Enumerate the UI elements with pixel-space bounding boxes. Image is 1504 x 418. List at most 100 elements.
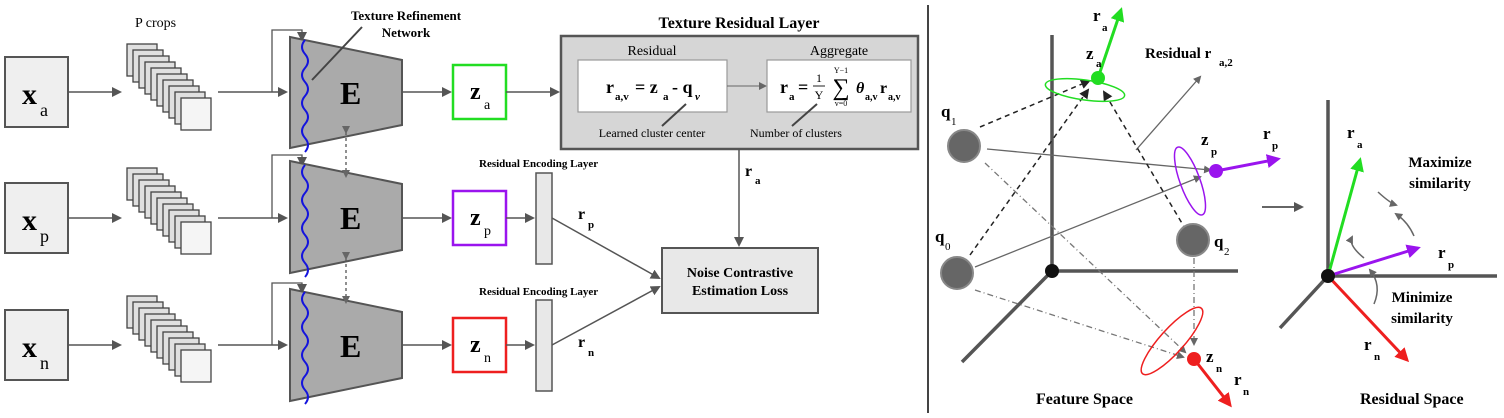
dashdot-q0-zn: [974, 289, 1185, 359]
rp-label-r: r: [578, 206, 585, 223]
line-q1-zp: [986, 148, 1212, 174]
residual-space: r a r p r n Maximize similarity Minimize…: [1278, 100, 1497, 408]
num-clusters-label: Number of clusters: [750, 126, 842, 140]
input-positive: x p: [4, 182, 69, 254]
minimize-label-line1: Minimize: [1392, 290, 1453, 306]
zn-point-label: z: [1206, 347, 1214, 366]
cluster-center-pointer: [661, 103, 687, 127]
embedding-positive-sub: p: [484, 224, 491, 239]
encoder-positive: E: [289, 159, 403, 278]
residual-formula-minus: - q: [672, 77, 693, 97]
residual-formula-eq: = z: [635, 77, 658, 97]
cluster-center-q2: [1176, 223, 1210, 257]
embedding-positive-z: z: [470, 205, 481, 231]
encoder-label-a: E: [340, 75, 361, 111]
input-positive-sub: p: [40, 226, 49, 246]
maximize-label-line1: Maximize: [1408, 155, 1472, 171]
input-negative-sub: n: [40, 353, 49, 373]
ellipse-zp: [1173, 146, 1207, 216]
num-clusters-pointer: [791, 103, 818, 127]
residual-formula-box: [577, 59, 728, 113]
encoder-negative: E: [289, 287, 403, 405]
maximize-arc-1: [1377, 191, 1398, 207]
rp-residual-label: r: [1438, 243, 1446, 262]
vector-ra-residual: [1326, 157, 1364, 277]
feature-origin: [1045, 264, 1059, 278]
arrow-rn-loss: [551, 286, 661, 346]
aggregate-r2: r: [880, 80, 887, 97]
q0-sub: 0: [945, 241, 951, 253]
texture-residual-layer: Texture Residual Layer Residual Aggregat…: [559, 15, 920, 151]
point-zp: [1209, 164, 1223, 178]
ra-feature-label: r: [1093, 6, 1101, 25]
input-negative-x: x: [22, 331, 37, 364]
feature-space-title: Feature Space: [1036, 391, 1133, 408]
q0-label: q: [935, 227, 945, 246]
zp-point-label: z: [1201, 130, 1209, 149]
encoder-label-n: E: [340, 328, 361, 364]
dashed-q1-za: [979, 79, 1091, 128]
texture-layer-title: Texture Residual Layer: [659, 15, 820, 32]
arrow-rp-loss: [551, 217, 661, 279]
q2-label: q: [1214, 232, 1224, 251]
aggregate-r2-sub: a,v: [888, 92, 901, 103]
crop-square: [180, 221, 212, 255]
residual-encoding-label-p: Residual Encoding Layer: [479, 158, 598, 170]
rp-feature-label: r: [1263, 124, 1271, 143]
rn-residual-sub: n: [1374, 351, 1380, 363]
embedding-positive: z p: [451, 189, 508, 247]
residual-formula: r a,v = z a - q v: [606, 77, 700, 103]
residual-formula-rsub: a,v: [615, 91, 629, 103]
input-anchor-sub: a: [40, 100, 48, 120]
refinement-wave-p: [301, 164, 309, 278]
pipeline-section: x a x p x n P crops: [4, 8, 920, 405]
ra-residual-label: r: [1347, 123, 1355, 142]
crops-label: P crops: [135, 16, 176, 31]
residual-space-title: Residual Space: [1360, 391, 1464, 408]
zn-point-sub: n: [1216, 363, 1222, 375]
aggregate-frac-num: 1: [816, 71, 822, 85]
point-zn: [1187, 352, 1201, 366]
vector-rp-feature: [1215, 154, 1281, 173]
aggregate-sublabel: Aggregate: [810, 44, 868, 59]
rp-label-sub: p: [588, 219, 594, 231]
q1-sub: 1: [951, 116, 957, 128]
skip-arrow-n: [271, 282, 307, 345]
minimize-arc-2: [1345, 235, 1365, 259]
crop-square: [180, 97, 212, 131]
refinement-label-line2: Network: [382, 25, 431, 40]
aggregate-theta: θ: [856, 80, 865, 97]
encoder-anchor: E: [289, 35, 403, 153]
aggregate-formula-rsub: a: [789, 91, 795, 103]
refinement-wave-n: [301, 291, 309, 405]
refinement-pointer: [311, 26, 363, 81]
aggregate-formula-box: [766, 59, 912, 113]
crop-square: [180, 349, 212, 383]
skip-arrow-p: [271, 154, 307, 218]
aggregate-theta-sub: a,v: [865, 92, 878, 103]
input-positive-x: x: [22, 204, 37, 237]
cluster-center-q1: [947, 129, 981, 163]
input-anchor: x a: [4, 56, 69, 128]
minimize-label-line2: similarity: [1391, 311, 1453, 327]
cluster-center-label: Learned cluster center: [599, 126, 706, 140]
aggregate-formula: r a = 1 Υ Υ−1 ∑ v=0 θ a,v r a,v: [780, 66, 901, 108]
rp-residual-sub: p: [1448, 259, 1454, 271]
rn-label-sub: n: [588, 347, 594, 359]
ellipse-zn: [1140, 306, 1204, 376]
residual-formula-zsub: a: [663, 91, 669, 103]
rn-label-r: r: [578, 334, 585, 351]
loss-label-line2: Estimation Loss: [692, 284, 789, 299]
residual-formula-qsub: v: [695, 91, 700, 103]
input-anchor-x: x: [22, 78, 37, 111]
za-point-label: z: [1086, 44, 1094, 63]
residual-ra2-sub: a,2: [1219, 57, 1233, 69]
embedding-anchor-z: z: [470, 79, 481, 105]
embedding-anchor-sub: a: [484, 98, 491, 113]
aggregate-sum-bot: v=0: [835, 99, 848, 108]
residual-encoding-label-n: Residual Encoding Layer: [479, 286, 598, 298]
input-negative: x n: [4, 309, 69, 381]
embedding-negative-sub: n: [484, 351, 491, 366]
aggregate-sum: ∑: [832, 75, 849, 101]
